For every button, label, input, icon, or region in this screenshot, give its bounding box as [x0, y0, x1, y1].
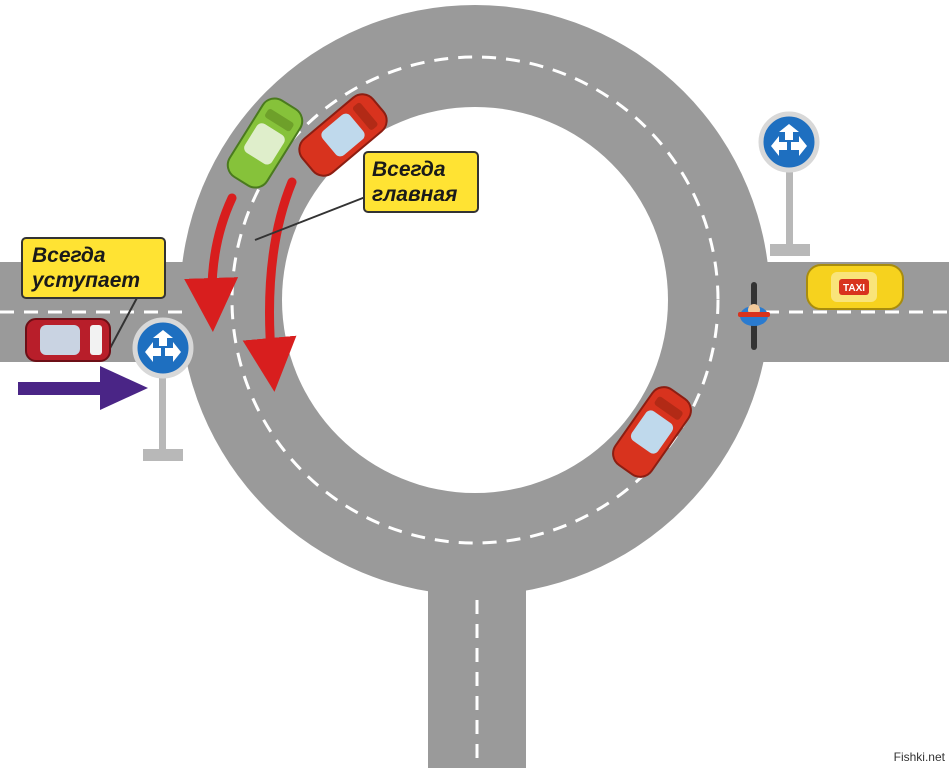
callout-yield-line2: уступает [31, 269, 140, 292]
red-arrow-icon [184, 177, 297, 392]
purple-arrow-icon [18, 366, 148, 410]
callout-yield: Всегда уступает [21, 237, 166, 299]
car-green [226, 97, 304, 189]
callout-yield-line1: Всегда [32, 244, 106, 267]
callout-main-line1: Всегда [372, 158, 446, 181]
car-red-ring-top [298, 93, 388, 177]
watermark: Fishki.net [893, 750, 945, 764]
direction-arrow-inner [242, 177, 297, 392]
main-callout-pointer [254, 195, 369, 241]
roundabout-sign-right [758, 111, 820, 256]
roundabout-sign-icon [132, 317, 194, 379]
sign-arrows-icon [145, 330, 181, 362]
roundabout-sign-icon [758, 111, 820, 173]
ring-lane-marking [230, 55, 720, 545]
car-red-ring-bottom [612, 386, 692, 478]
callout-main: Всегда главная [363, 151, 479, 213]
cyclist-icon [738, 282, 770, 350]
callout-main-line2: главная [372, 183, 457, 206]
roundabout-sign-left [132, 317, 194, 461]
direction-arrow-outer [184, 193, 239, 332]
sign-arrows-icon [771, 124, 807, 156]
yield-callout-pointer [107, 295, 139, 353]
taxi-label: TAXI [843, 283, 865, 294]
taxi-icon: TAXI [806, 264, 904, 310]
car-dark-red-entering [25, 318, 111, 362]
